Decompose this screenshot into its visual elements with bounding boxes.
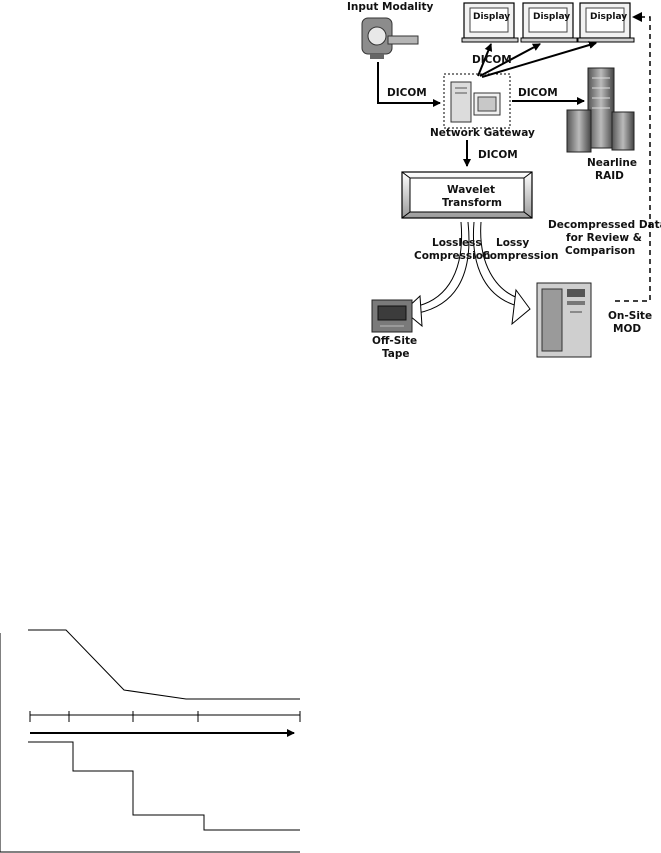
network-gateway-label: Network Gateway [430, 127, 535, 139]
display-label-3: Display [590, 12, 627, 22]
decompressed-label-3: Comparison [565, 245, 635, 257]
decompressed-label-1: Decompressed Data [548, 219, 661, 231]
lossless-curved-arrow [403, 221, 470, 328]
dicom-label-raid: DICOM [518, 87, 558, 99]
display-monitor-2: Display [520, 2, 578, 43]
nearline-label-2: RAID [595, 170, 624, 182]
lower-step-curve [28, 741, 300, 831]
onsite-label-1: On-Site [608, 310, 652, 322]
lossy-label-1: Lossy [496, 237, 529, 249]
arrow-to-display-2 [479, 43, 541, 77]
nearline-label-1: Nearline [587, 157, 637, 169]
arrow-to-display-1 [477, 43, 493, 77]
display-label-2: Display [533, 12, 570, 22]
display-monitor-3: Display [577, 2, 635, 43]
upper-decay-curve [28, 629, 300, 700]
lossy-curved-arrow [472, 221, 531, 326]
raid-storage-icon [566, 67, 635, 153]
dicom-label-input: DICOM [387, 87, 427, 99]
tape-drive-icon [371, 299, 413, 333]
wavelet-transform-box [401, 171, 533, 219]
display-monitor-1: Display [461, 2, 519, 43]
decompressed-label-2: for Review & [566, 232, 642, 244]
offsite-label-2: Tape [382, 348, 410, 360]
wavelet-label-2: Transform [442, 197, 502, 209]
offsite-label-1: Off-Site [372, 335, 417, 347]
bottom-line-figure [0, 629, 301, 853]
arrow-to-display-3 [481, 41, 597, 78]
onsite-label-2: MOD [613, 323, 641, 335]
lossless-label-2: Compression [414, 250, 490, 262]
display-label-1: Display [473, 12, 510, 22]
lossless-label-1: Lossless [432, 237, 482, 249]
dashed-return-arrowhead [632, 12, 642, 22]
ct-scanner-icon [361, 17, 419, 59]
dicom-label-displays: DICOM [472, 54, 512, 66]
dicom-label-wavelet: DICOM [478, 149, 518, 161]
input-modality-label: Input Modality [347, 1, 434, 13]
optical-disk-library-icon [536, 282, 592, 358]
lossy-label-2: Compression [482, 250, 558, 262]
arrow-scanner-to-gateway [377, 62, 441, 107]
wavelet-label-1: Wavelet [447, 184, 495, 196]
server-workstation-icon [443, 73, 511, 129]
